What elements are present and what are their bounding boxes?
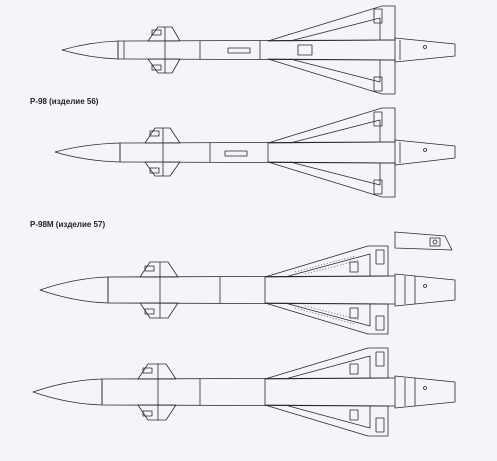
canard-fin-lower [147, 58, 181, 74]
caption-r98m: Р-98М (изделие 57) [30, 220, 106, 229]
wing-lower [267, 58, 396, 95]
nose-cone [32, 378, 103, 406]
access-panel [227, 47, 251, 54]
canard-fin-lower [139, 302, 179, 319]
missile-r98m-view-1 [39, 245, 456, 335]
missile-r98-view-1 [61, 5, 456, 95]
canard-fin-lower [137, 404, 177, 421]
missile-r98m-view-2 [32, 347, 456, 437]
caption-r98: Р-98 (изделие 56) [30, 97, 99, 106]
canard-fin-upper [139, 261, 179, 278]
missile-r98-view-2 [54, 107, 456, 198]
nose-cone [61, 40, 119, 60]
wing-lower [267, 161, 396, 198]
canard-fin-lower [144, 161, 181, 177]
wing-lower [264, 302, 389, 335]
nose-cone [54, 142, 121, 163]
wing-upper [267, 107, 396, 144]
wing-hatching [294, 255, 361, 325]
nozzle [394, 139, 456, 166]
nozzle [394, 375, 456, 409]
canard-fin-upper [147, 26, 181, 42]
wing-upper [264, 245, 389, 278]
nozzle [394, 273, 456, 307]
access-panel [224, 150, 248, 157]
wing-lower [264, 404, 389, 437]
nose-cone [39, 276, 109, 304]
nozzle [394, 37, 456, 63]
fin-detail-sketch [394, 231, 453, 251]
canard-fin-upper [144, 127, 181, 144]
wing-upper [264, 347, 389, 380]
canard-fin-upper [137, 363, 177, 380]
wing-upper [267, 5, 396, 42]
